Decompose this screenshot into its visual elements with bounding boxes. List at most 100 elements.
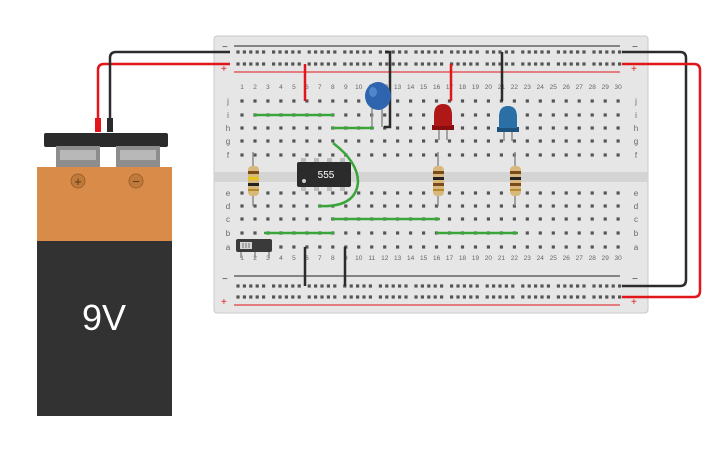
breadboard-hole[interactable] [409,99,413,103]
rail-hole[interactable] [540,62,544,66]
rail-hole[interactable] [540,295,544,299]
breadboard-hole[interactable] [409,204,413,208]
breadboard-hole[interactable] [473,245,478,249]
breadboard-hole[interactable] [240,153,244,157]
rail-hole[interactable] [546,284,550,288]
rail-hole[interactable] [398,295,402,299]
rail-hole[interactable] [398,62,402,66]
breadboard-hole[interactable] [616,245,620,249]
breadboard-hole[interactable] [512,139,516,143]
rail-hole[interactable] [475,62,479,66]
rail-hole[interactable] [504,284,508,288]
resistor-2[interactable] [433,152,444,206]
breadboard-hole[interactable] [616,99,620,103]
breadboard-hole[interactable] [538,113,542,117]
rail-hole[interactable] [469,62,473,66]
breadboard-hole[interactable] [344,99,348,103]
breadboard-hole[interactable] [331,153,335,157]
rail-hole[interactable] [343,62,347,66]
breadboard-hole[interactable] [292,139,296,143]
rail-hole[interactable] [521,62,525,66]
rail-hole[interactable] [475,284,479,288]
rail-hole[interactable] [492,50,496,54]
breadboard-hole[interactable] [409,126,413,130]
rail-hole[interactable] [262,62,266,66]
breadboard-hole[interactable] [434,204,439,208]
rail-hole[interactable] [385,284,389,288]
rail-hole[interactable] [504,295,508,299]
breadboard-hole[interactable] [473,217,478,221]
rail-hole[interactable] [582,295,586,299]
breadboard-hole[interactable] [305,153,309,157]
rail-hole[interactable] [485,50,489,54]
breadboard-hole[interactable] [409,231,413,235]
rail-hole[interactable] [605,284,609,288]
rail-hole[interactable] [404,284,408,288]
breadboard-hole[interactable] [473,139,478,143]
rail-hole[interactable] [527,62,531,66]
rail-hole[interactable] [450,295,454,299]
breadboard-hole[interactable] [409,139,413,143]
breadboard-hole[interactable] [266,99,270,103]
breadboard-hole[interactable] [318,217,322,221]
rail-hole[interactable] [521,50,525,54]
breadboard-hole[interactable] [486,99,490,103]
rail-hole[interactable] [492,62,496,66]
breadboard-hole[interactable] [525,204,529,208]
breadboard-hole[interactable] [318,191,322,195]
breadboard-hole[interactable] [305,191,309,195]
rail-hole[interactable] [427,284,431,288]
breadboard-hole[interactable] [422,153,426,157]
breadboard-hole[interactable] [473,153,478,157]
breadboard-hole[interactable] [525,113,529,117]
rail-hole[interactable] [485,295,489,299]
breadboard-hole[interactable] [305,245,309,249]
breadboard-hole[interactable] [266,217,270,221]
rail-bridge-negative-wire[interactable] [622,50,688,288]
resistor-3[interactable] [510,152,521,206]
breadboard-hole[interactable] [305,139,309,143]
rail-hole[interactable] [485,284,489,288]
rail-hole[interactable] [314,295,318,299]
rail-hole[interactable] [598,284,602,288]
rail-hole[interactable] [249,50,253,54]
rail-hole[interactable] [368,62,372,66]
breadboard-hole[interactable] [486,139,490,143]
breadboard-hole[interactable] [577,153,581,157]
rail-hole[interactable] [314,62,318,66]
breadboard-hole[interactable] [525,139,529,143]
breadboard-hole[interactable] [434,153,439,157]
breadboard-hole[interactable] [525,126,529,130]
rail-hole[interactable] [291,62,295,66]
breadboard-hole[interactable] [422,139,426,143]
rail-hole[interactable] [498,50,502,54]
rail-hole[interactable] [576,62,580,66]
breadboard-hole[interactable] [370,139,374,143]
rail-hole[interactable] [362,50,366,54]
breadboard-hole[interactable] [603,245,607,249]
breadboard-hole[interactable] [486,245,490,249]
breadboard-hole[interactable] [240,191,244,195]
breadboard-hole[interactable] [305,99,309,103]
rail-hole[interactable] [456,62,460,66]
breadboard-hole[interactable] [512,245,516,249]
rail-hole[interactable] [511,50,515,54]
rail-hole[interactable] [249,62,253,66]
breadboard-hole[interactable] [551,245,555,249]
rail-hole[interactable] [521,284,525,288]
breadboard-hole[interactable] [577,139,581,143]
breadboard-hole[interactable] [564,126,568,130]
rail-hole[interactable] [427,62,431,66]
breadboard-hole[interactable] [357,153,361,157]
breadboard-hole[interactable] [240,204,244,208]
rail-hole[interactable] [242,62,246,66]
rail-hole[interactable] [433,284,437,288]
breadboard-hole[interactable] [499,245,503,249]
breadboard-hole[interactable] [344,113,348,117]
rail-hole[interactable] [462,62,466,66]
rail-hole[interactable] [362,284,366,288]
breadboard-hole[interactable] [331,99,335,103]
rail-hole[interactable] [592,284,596,288]
rail-hole[interactable] [255,284,259,288]
breadboard-hole[interactable] [279,153,283,157]
